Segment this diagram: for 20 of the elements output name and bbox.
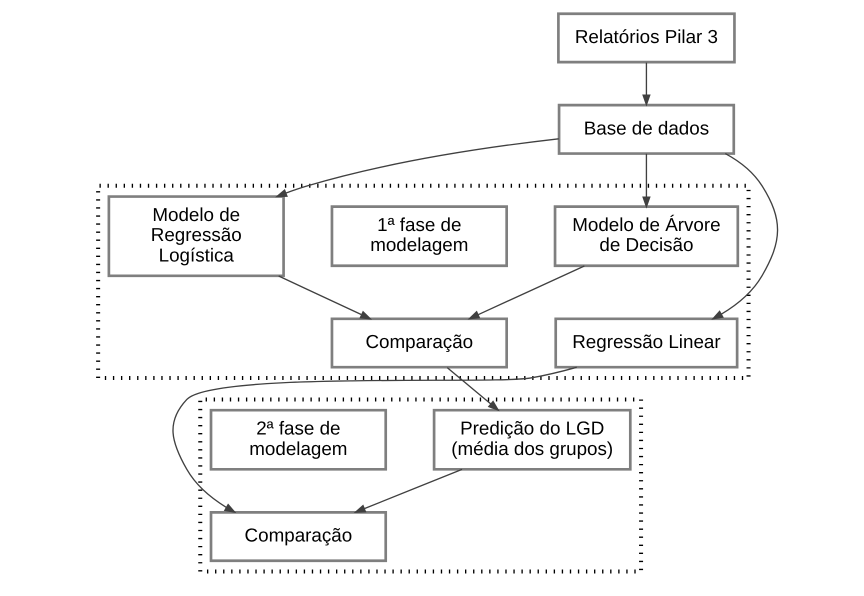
node-box: 2ª fase de modelagem: [209, 408, 387, 471]
node-box: Predição do LGD (média dos grupos): [432, 408, 632, 471]
node-box: Regressão Linear: [554, 317, 738, 369]
arrow: [710, 152, 778, 320]
node-box: Modelo de Árvore de Decisão: [553, 205, 739, 268]
arrow: [278, 275, 372, 320]
node-box: Comparação: [330, 317, 508, 369]
arrow: [467, 265, 584, 320]
arrow: [274, 138, 558, 198]
node-box: Modelo de Regressão Logística: [107, 195, 284, 278]
node-box: Comparação: [209, 511, 387, 562]
cluster: [96, 184, 750, 380]
node-box: Base de dados: [557, 104, 735, 155]
arrow: [642, 154, 650, 209]
arrow: [353, 468, 462, 513]
cluster: [198, 397, 643, 574]
arrow: [642, 62, 650, 107]
node-box: Relatórios Pilar 3: [556, 12, 736, 64]
arrow: [446, 367, 500, 412]
node-box: 1ª fase de modelagem: [330, 205, 508, 268]
